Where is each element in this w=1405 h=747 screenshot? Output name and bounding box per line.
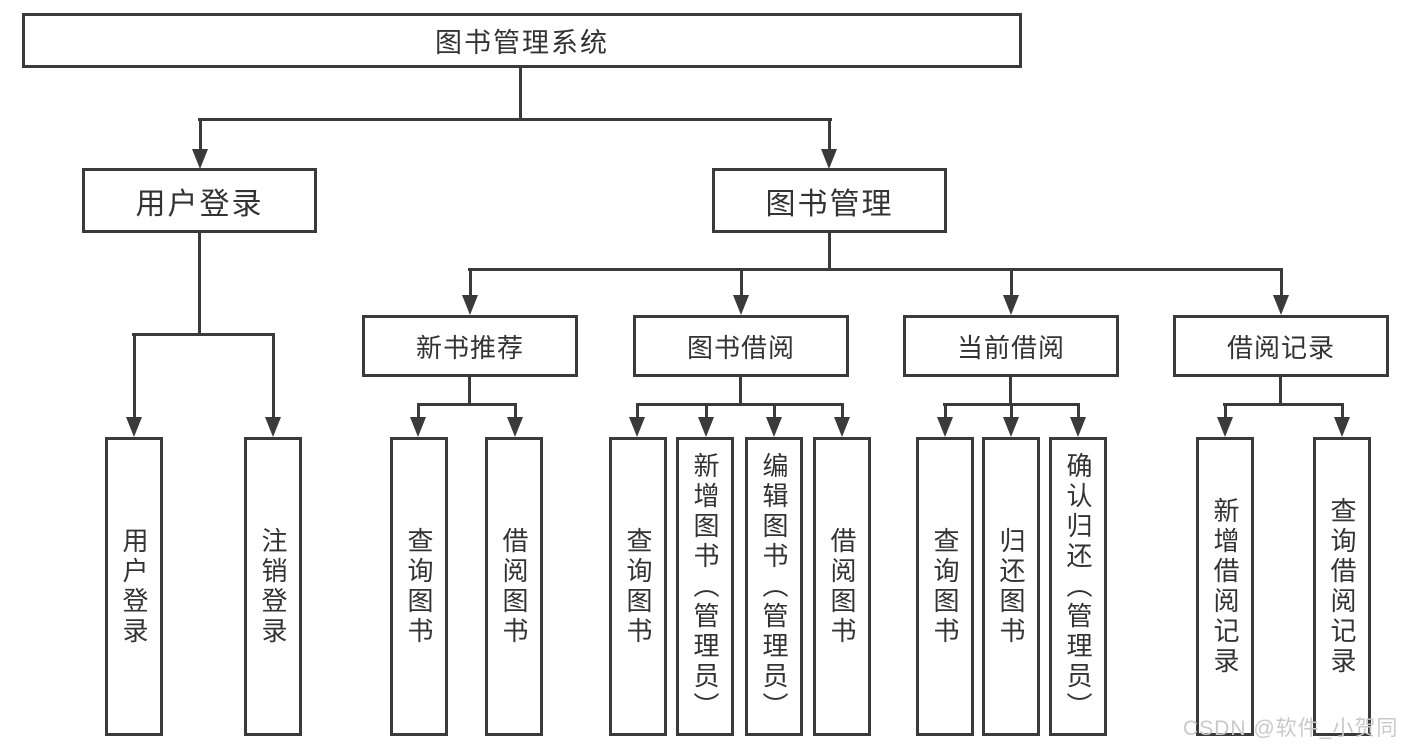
arrow-to-leaf-query-book-3	[937, 404, 953, 437]
leaf-logout: 注销登录	[244, 437, 302, 736]
leaf-query-book-3: 查询图书	[916, 437, 974, 736]
arrow-to-leaf-user-login	[126, 334, 142, 437]
arrow-to-leaf-borrow-book-1	[507, 404, 523, 437]
arrow-to-current-borrow	[1003, 269, 1019, 315]
arrow-to-leaf-add-record	[1217, 404, 1233, 437]
leaf-borrow-book-1: 借阅图书	[485, 437, 543, 736]
connector-book-borrow-bar	[636, 403, 844, 406]
arrow-to-leaf-confirm-return	[1070, 404, 1086, 437]
connector-book-borrow-drop	[739, 377, 742, 406]
arrow-to-borrow-record	[1273, 269, 1289, 315]
arrow-to-book-borrow	[733, 269, 749, 315]
connector-current-borrow-drop	[1009, 377, 1012, 406]
arrow-to-leaf-logout	[265, 334, 281, 437]
arrow-to-leaf-query-book-1	[410, 404, 426, 437]
leaf-edit-book-admin: 编辑图书（管理员）	[745, 437, 803, 736]
leaf-query-book-1: 查询图书	[390, 437, 448, 736]
leaf-return-book: 归还图书	[982, 437, 1040, 736]
arrow-to-leaf-add-book	[698, 404, 714, 437]
connector-book-mgmt-drop	[828, 233, 831, 271]
leaf-add-book-admin: 新增图书（管理员）	[676, 437, 734, 736]
arrow-to-leaf-query-book-2	[629, 404, 645, 437]
arrow-to-book-management	[821, 119, 837, 169]
connector-borrow-record-bar	[1223, 403, 1344, 406]
connector-book-mgmt-bar	[468, 268, 1283, 271]
arrow-to-leaf-query-record	[1334, 404, 1350, 437]
node-book-management: 图书管理	[712, 168, 947, 233]
arrow-to-leaf-return-book	[1003, 404, 1019, 437]
arrow-to-new-book	[462, 269, 478, 315]
connector-new-book-drop	[468, 377, 471, 406]
node-current-borrow: 当前借阅	[903, 315, 1119, 377]
connector-new-book-bar	[417, 403, 517, 406]
connector-user-login-bar	[132, 333, 275, 336]
leaf-add-borrow-record: 新增借阅记录	[1196, 437, 1254, 736]
leaf-query-book-2: 查询图书	[609, 437, 667, 736]
node-library-system: 图书管理系统	[22, 13, 1022, 68]
node-borrow-record: 借阅记录	[1173, 315, 1389, 377]
connector-user-login-drop	[198, 233, 201, 336]
node-book-borrow: 图书借阅	[633, 315, 849, 377]
leaf-user-login: 用户登录	[105, 437, 163, 736]
csdn-watermark: CSDN @软件_小贺同学	[1183, 717, 1399, 740]
node-user-login: 用户登录	[82, 168, 317, 233]
leaf-borrow-book-2: 借阅图书	[813, 437, 871, 736]
arrow-to-leaf-borrow-book-2	[834, 404, 850, 437]
connector-borrow-record-drop	[1279, 377, 1282, 406]
connector-root-bar	[198, 118, 832, 121]
leaf-query-borrow-record: 查询借阅记录	[1313, 437, 1371, 736]
leaf-confirm-return-admin: 确认归还（管理员）	[1049, 437, 1107, 736]
arrow-to-user-login	[192, 119, 208, 169]
connector-root-drop	[519, 68, 522, 121]
arrow-to-leaf-edit-book	[766, 404, 782, 437]
node-new-book-recommend: 新书推荐	[362, 315, 578, 377]
